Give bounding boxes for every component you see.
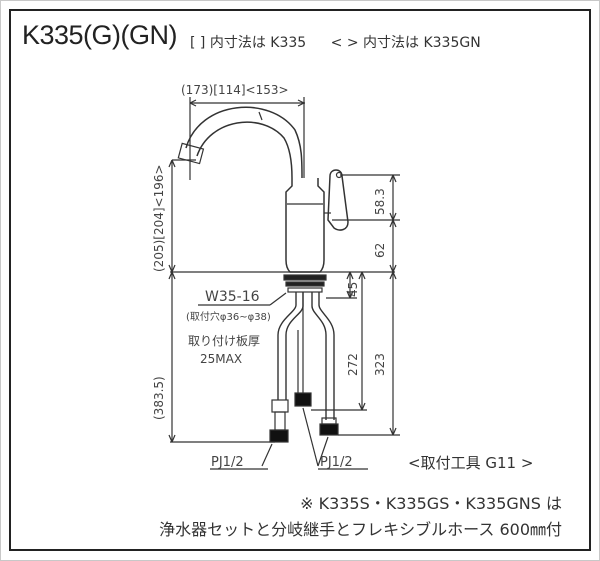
thread-label: W35-16 — [205, 289, 260, 305]
connector-left-label: PJ1/2 — [211, 455, 244, 470]
connector-left-nut — [271, 399, 289, 413]
mount-hole-label: (取付穴φ36~φ38) — [186, 310, 271, 323]
shank-45-text: 45 — [346, 282, 360, 297]
spout-height-text: (205)[204]<196> — [152, 164, 166, 272]
handle-deck-text: 62 — [373, 243, 387, 258]
footer-note-line2: 浄水器セットと分岐継手とフレキシブルホース 600㎜付 — [159, 520, 562, 539]
model-title: K335(G)(GN) — [22, 20, 178, 50]
connector-right — [319, 423, 339, 436]
spout — [185, 106, 303, 179]
faucet-body — [285, 178, 325, 273]
drawing-frame — [9, 9, 591, 551]
locknut — [283, 274, 327, 281]
plate-thickness-label: 取り付け板厚 — [188, 334, 260, 348]
hose-left — [277, 292, 297, 400]
hose-272-text: 272 — [346, 353, 360, 376]
bracket-legend: [ ] 内寸法は K335 — [190, 35, 307, 51]
reach-dim-text: (173)[114]<153> — [181, 83, 289, 97]
handle-lever — [327, 169, 349, 231]
connector-right-label: PJ1/2 — [320, 455, 353, 470]
hose-323-text: 323 — [373, 353, 387, 376]
hose-right — [311, 292, 327, 420]
footer-note-line1: ※ K335S・K335GS・K335GNS は — [300, 494, 562, 513]
connector-left — [269, 429, 289, 443]
angle-legend: < > 内寸法は K335GN — [330, 35, 481, 51]
aerator — [177, 142, 205, 165]
total-below-text: (383.5) — [152, 376, 166, 420]
install-tool-note: <取付工具 G11 > — [408, 454, 534, 472]
plate-thickness-value: 25MAX — [200, 352, 242, 366]
dimension-legend: [ ] 内寸法は K335 < > 内寸法は K335GN — [190, 32, 501, 52]
handle-top-text: 58.3 — [373, 188, 387, 215]
connector-center — [294, 392, 312, 407]
